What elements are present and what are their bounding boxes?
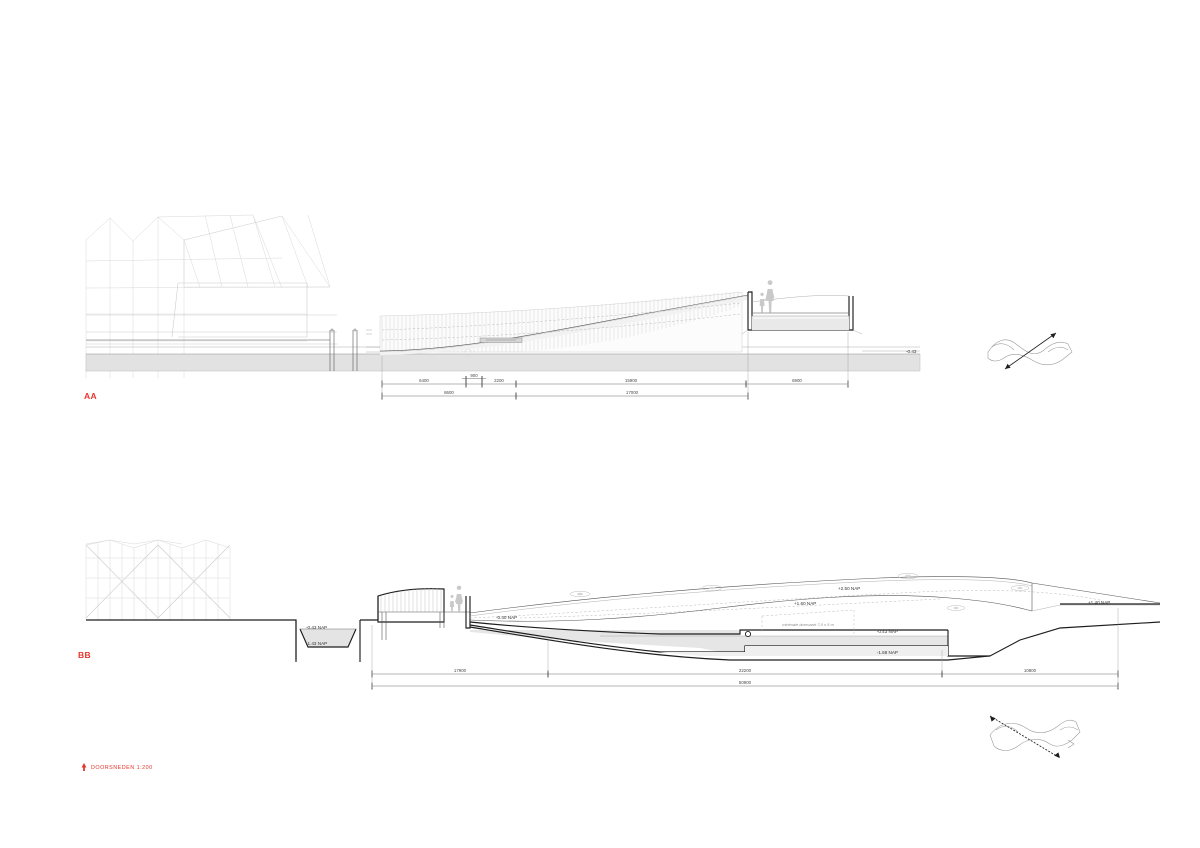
caption-text: DOORSNEDEN 1:200 — [91, 765, 153, 771]
key-plan-bb — [989, 715, 1081, 759]
bb-level-1: -1.43 NAP — [306, 641, 327, 646]
bb-level-2: -0.40 NAP — [496, 615, 517, 620]
aa-level-label-group: -0.43 — [862, 349, 920, 354]
aa-dimensions: 6400 900 2200 15900 6900 8600 17000 — [381, 332, 849, 400]
bb-ghost-building — [85, 539, 231, 620]
aa-figure-group — [759, 280, 775, 313]
aa-dim-1: 900 — [470, 373, 478, 378]
aa-dim-5: 8600 — [444, 390, 454, 395]
bb-ground — [86, 619, 378, 662]
section-label-bb: BB — [78, 650, 91, 660]
bb-level-7: -1.68 NAP — [877, 650, 898, 655]
key-plan-aa — [987, 332, 1073, 370]
bb-level-5: +1.40 NAP — [1088, 600, 1110, 605]
aa-level-label-0: -0.43 — [906, 349, 917, 354]
bb-level-0: -0.43 NAP — [306, 625, 327, 630]
aa-dim-3: 15900 — [625, 378, 638, 383]
bb-left-abutment — [377, 588, 471, 640]
sheet-caption: DOORSNEDEN 1:200 — [81, 763, 153, 771]
bb-dimensions: 17900 22200 10800 50900 — [371, 608, 1119, 690]
bb-annotations: minimale doorvaart 7,0 x 5 m -0.43 NAP -… — [306, 586, 1110, 655]
bb-note-doorvaart: minimale doorvaart 7,0 x 5 m — [782, 622, 834, 627]
aa-ground — [85, 339, 921, 372]
aa-dim-0: 6400 — [419, 378, 429, 383]
bb-dim-1: 22200 — [739, 668, 752, 673]
bb-dim-0: 17900 — [454, 668, 467, 673]
aa-dim-2: 2200 — [494, 378, 504, 383]
bb-dim-3: 50900 — [739, 680, 752, 685]
bb-water-body — [469, 609, 1161, 661]
aa-bridge-ramp — [366, 291, 749, 358]
aa-dim-6: 17000 — [626, 390, 639, 395]
aa-ghost-building — [85, 214, 338, 378]
north-arrow-icon — [81, 763, 87, 771]
section-bb: minimale doorvaart 7,0 x 5 m -0.43 NAP -… — [78, 539, 1161, 690]
aa-dim-4: 6900 — [792, 378, 802, 383]
bb-figure-group — [449, 585, 463, 613]
bb-level-3: +1.60 NAP — [794, 601, 816, 606]
aa-posts — [329, 328, 372, 371]
bb-bridge-span — [469, 573, 1161, 622]
bb-level-4: +2.50 NAP — [838, 586, 860, 591]
aa-bridge-deck — [741, 291, 863, 335]
section-label-aa: AA — [84, 391, 97, 401]
bb-dim-2: 10800 — [1024, 668, 1037, 673]
bb-level-6: -0.43 NAP — [877, 629, 898, 634]
section-aa: -0.43 AA 6400 900 2200 15900 6900 — [84, 214, 921, 401]
